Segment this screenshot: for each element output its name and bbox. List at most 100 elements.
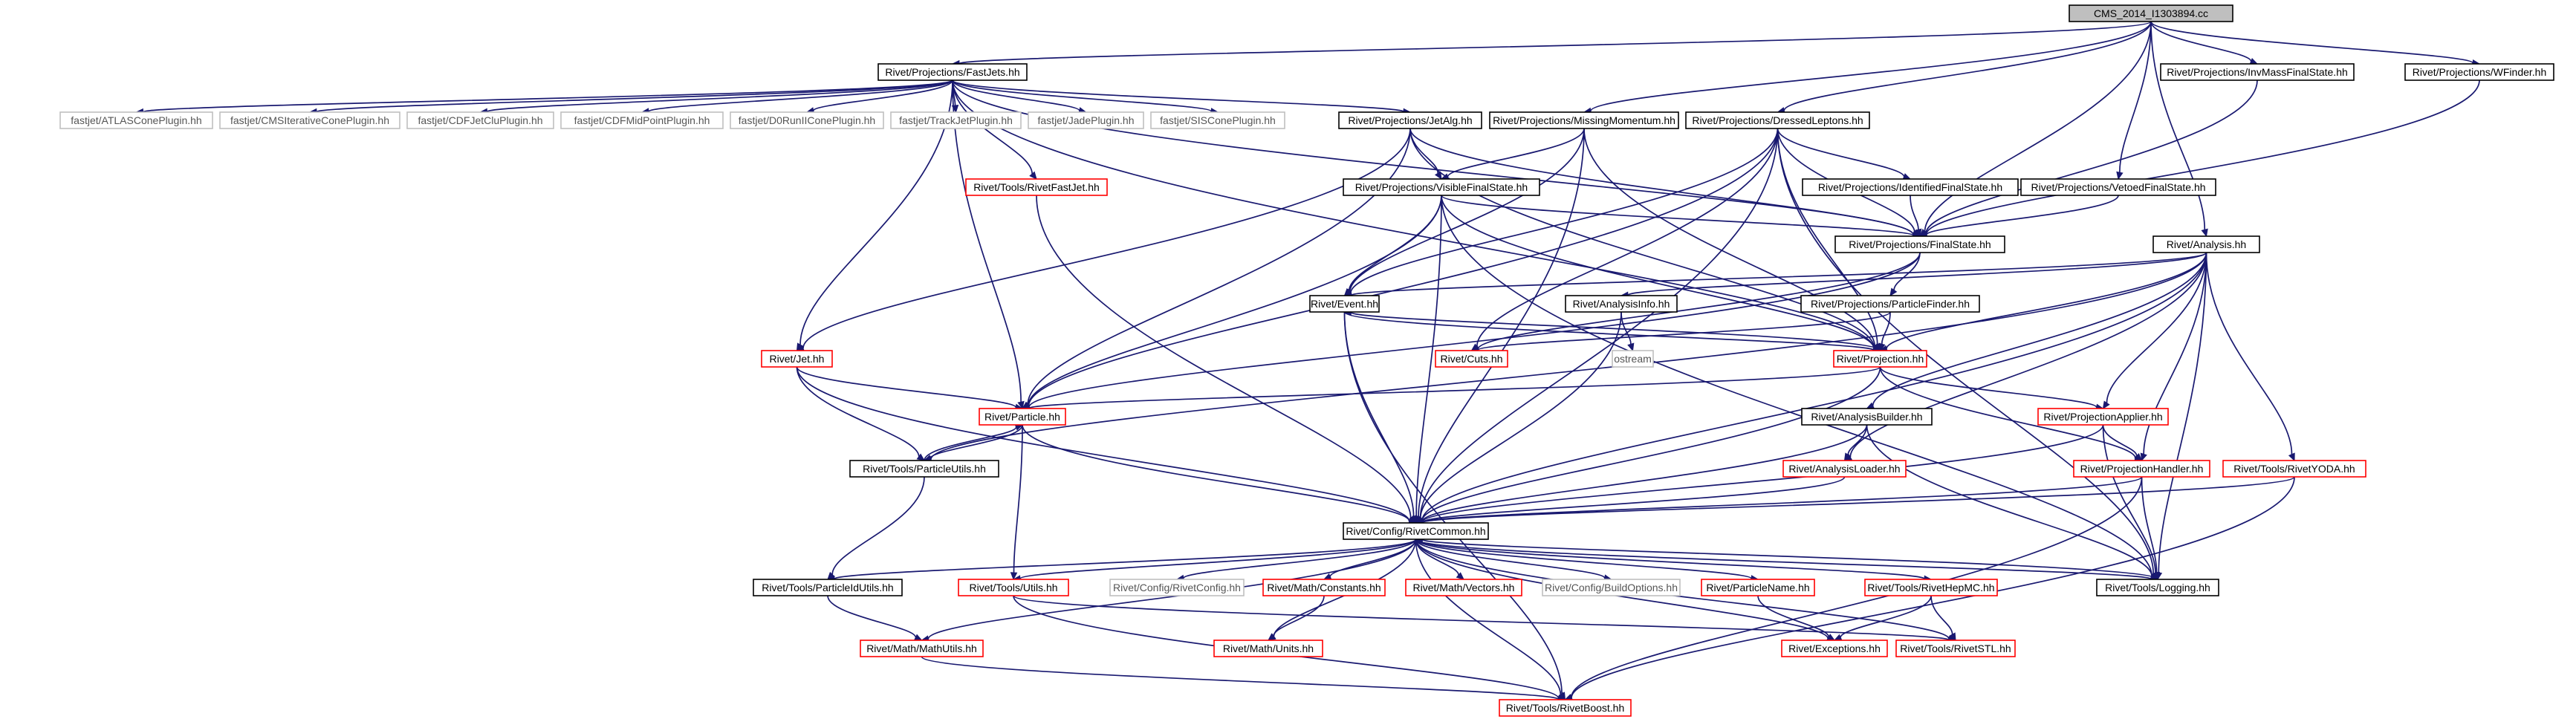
edge-projection-to-projapplier — [1879, 366, 2104, 411]
node-rivetstl[interactable]: Rivet/Tools/RivetSTL.hh — [1895, 640, 2016, 657]
node-logging[interactable]: Rivet/Tools/Logging.hh — [2096, 579, 2219, 596]
node-label: Rivet/Projections/InvMassFinalState.hh — [2167, 66, 2348, 78]
node-label: Rivet/Tools/RivetBoost.hh — [1506, 702, 1625, 714]
edge-fastjets-to-rivetfastjet — [952, 79, 1037, 180]
node-identified[interactable]: Rivet/Projections/IdentifiedFinalState.h… — [1802, 178, 2019, 196]
node-label: Rivet/ProjectionApplier.hh — [2043, 411, 2162, 423]
node-analysisbuilder[interactable]: Rivet/AnalysisBuilder.hh — [1801, 408, 1933, 426]
node-label: fastjet/CDFMidPointPlugin.hh — [574, 114, 710, 126]
node-label: Rivet/Projections/FastJets.hh — [885, 66, 1019, 78]
edge-fastjets-to-jetalg — [952, 79, 1412, 116]
edge-fastjets-to-siscone — [952, 79, 1219, 115]
node-particlefinder[interactable]: Rivet/Projections/ParticleFinder.hh — [1800, 295, 1980, 313]
edge-analysisbuilder-to-logging — [1866, 424, 2159, 580]
node-label: Rivet/Tools/RivetHepMC.hh — [1867, 582, 1994, 593]
node-label: fastjet/CMSIterativeConePlugin.hh — [230, 114, 389, 126]
edge-mathconstants-to-mathunits — [1268, 595, 1325, 641]
node-jetalg[interactable]: Rivet/Projections/JetAlg.hh — [1338, 111, 1482, 129]
node-label: Rivet/Math/Constants.hh — [1267, 582, 1381, 593]
node-label: Rivet/AnalysisInfo.hh — [1573, 298, 1670, 310]
edge-invmass-to-finalstate — [1918, 79, 2258, 237]
node-label: Rivet/Tools/Utils.hh — [969, 582, 1057, 593]
node-rivetfastjet[interactable]: Rivet/Tools/RivetFastJet.hh — [965, 178, 1108, 196]
edge-logging-to-rivetcommon — [1415, 536, 2158, 580]
node-particleutils[interactable]: Rivet/Tools/ParticleUtils.hh — [849, 460, 999, 478]
edge-rivethepmc-to-rivetstl — [1930, 595, 1956, 642]
node-dressed[interactable]: Rivet/Projections/DressedLeptons.hh — [1685, 111, 1870, 129]
edge-particleidutils-to-mathutils — [827, 595, 923, 641]
edge-fastjets-to-cdfmid — [640, 79, 953, 115]
node-projapplier[interactable]: Rivet/ProjectionApplier.hh — [2037, 408, 2169, 426]
node-label: Rivet/ParticleName.hh — [1706, 582, 1809, 593]
edge-cms-to-wfinder — [2150, 21, 2481, 67]
edge-fastjets-to-particle — [952, 79, 1025, 410]
edge-projection-to-rivetcommon — [1415, 366, 1881, 524]
node-rivetcommon[interactable]: Rivet/Config/RivetCommon.hh — [1343, 522, 1489, 540]
node-fastjets[interactable]: Rivet/Projections/FastJets.hh — [877, 63, 1028, 81]
edge-dressed-to-event — [1343, 128, 1779, 297]
node-label: Rivet/Math/Units.hh — [1223, 642, 1314, 654]
edge-jet-to-rivetcommon — [796, 366, 1417, 525]
edge-analysisloader-to-rivetcommon — [1415, 476, 1846, 526]
node-label: Rivet/Math/MathUtils.hh — [866, 642, 977, 654]
edge-particlefinder-to-projection — [1878, 311, 1891, 352]
node-label: Rivet/Analysis.hh — [2167, 238, 2246, 250]
node-missmom[interactable]: Rivet/Projections/MissingMomentum.hh — [1489, 111, 1679, 129]
edge-finalstate-to-particle — [1021, 252, 1921, 411]
node-cms[interactable]: CMS_2014_I1303894.cc — [2069, 4, 2233, 22]
node-label: Rivet/Projection.hh — [1837, 353, 1924, 365]
edge-cms-to-invmass — [2150, 21, 2259, 65]
node-rivetboost[interactable]: Rivet/Tools/RivetBoost.hh — [1499, 699, 1632, 717]
edge-toolsutils-to-rivetstl — [1013, 595, 1957, 644]
edge-particle-to-toolsutils — [1010, 424, 1023, 581]
node-projhandler[interactable]: Rivet/ProjectionHandler.hh — [2073, 460, 2210, 478]
node-label: Rivet/Projections/ParticleFinder.hh — [1811, 298, 1970, 310]
node-vetoed[interactable]: Rivet/Projections/VetoedFinalState.hh — [2020, 178, 2216, 196]
node-exceptions[interactable]: Rivet/Exceptions.hh — [1781, 640, 1888, 657]
node-rivetyoda[interactable]: Rivet/Tools/RivetYODA.hh — [2222, 460, 2366, 478]
node-mathconstants[interactable]: Rivet/Math/Constants.hh — [1262, 579, 1386, 596]
node-particleidutils[interactable]: Rivet/Tools/ParticleIdUtils.hh — [753, 579, 903, 596]
node-toolsutils[interactable]: Rivet/Tools/Utils.hh — [958, 579, 1069, 596]
node-label: Rivet/AnalysisBuilder.hh — [1811, 411, 1922, 423]
node-wfinder[interactable]: Rivet/Projections/WFinder.hh — [2404, 63, 2554, 81]
node-label: Rivet/Tools/RivetFastJet.hh — [973, 181, 1100, 193]
edge-particleutils-to-particleidutils — [827, 476, 925, 580]
node-analysis[interactable]: Rivet/Analysis.hh — [2152, 235, 2260, 253]
node-jet[interactable]: Rivet/Jet.hh — [761, 350, 833, 368]
node-invmass[interactable]: Rivet/Projections/InvMassFinalState.hh — [2160, 63, 2355, 81]
node-analysisloader[interactable]: Rivet/AnalysisLoader.hh — [1782, 460, 1907, 478]
node-event[interactable]: Rivet/Event.hh — [1309, 295, 1380, 313]
edge-cms-to-dressed — [1777, 21, 2152, 114]
node-label: Rivet/Projections/JetAlg.hh — [1348, 114, 1472, 126]
edge-analysis-to-rivetyoda — [2205, 252, 2295, 462]
node-label: Rivet/Projections/WFinder.hh — [2413, 66, 2547, 78]
node-particle[interactable]: Rivet/Particle.hh — [979, 408, 1066, 426]
node-label: Rivet/Projections/IdentifiedFinalState.h… — [1818, 181, 2002, 193]
node-label: Rivet/Projections/FinalState.hh — [1849, 238, 1991, 250]
node-ostream: ostream — [1612, 350, 1654, 368]
node-label: Rivet/Tools/ParticleUtils.hh — [863, 463, 986, 475]
node-label: Rivet/Tools/ParticleIdUtils.hh — [762, 582, 893, 593]
node-visible[interactable]: Rivet/Projections/VisibleFinalState.hh — [1343, 178, 1540, 196]
node-particlename[interactable]: Rivet/ParticleName.hh — [1701, 579, 1815, 596]
node-rivetconfig: Rivet/Config/RivetConfig.hh — [1109, 579, 1245, 596]
edge-mathutils-to-rivetboost — [921, 656, 1566, 703]
edge-analysisbuilder-to-analysisloader — [1843, 424, 1868, 462]
node-rivethepmc[interactable]: Rivet/Tools/RivetHepMC.hh — [1864, 579, 1998, 596]
node-label: fastjet/D0RunIIConePlugin.hh — [739, 114, 875, 126]
node-analysisinfo[interactable]: Rivet/AnalysisInfo.hh — [1565, 295, 1678, 313]
node-projection[interactable]: Rivet/Projection.hh — [1833, 350, 1927, 368]
node-mathutils[interactable]: Rivet/Math/MathUtils.hh — [860, 640, 984, 657]
node-label: Rivet/Tools/RivetSTL.hh — [1900, 642, 2011, 654]
node-label: Rivet/Config/RivetCommon.hh — [1346, 525, 1485, 537]
node-mathunits[interactable]: Rivet/Math/Units.hh — [1213, 640, 1323, 657]
edge-missmom-to-event — [1343, 128, 1585, 296]
edge-projection-to-particle — [1021, 366, 1881, 412]
edge-rivetfastjet-to-rivetcommon — [1036, 195, 1417, 524]
node-mathvectors[interactable]: Rivet/Math/Vectors.hh — [1405, 579, 1522, 596]
node-cuts[interactable]: Rivet/Cuts.hh — [1435, 350, 1508, 368]
node-finalstate[interactable]: Rivet/Projections/FinalState.hh — [1834, 235, 2005, 253]
node-label: Rivet/Config/RivetConfig.hh — [1113, 582, 1241, 593]
